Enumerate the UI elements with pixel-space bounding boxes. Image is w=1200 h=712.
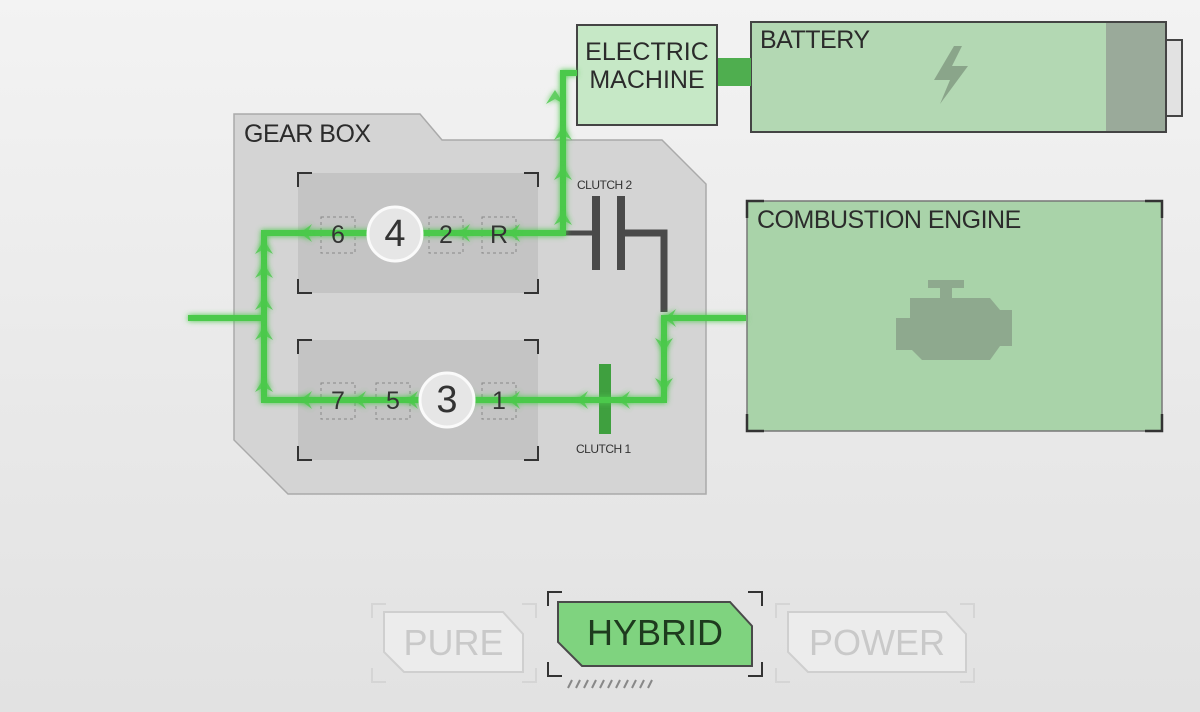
gear-5: 5	[386, 387, 400, 415]
electric-machine-label-line2: MACHINE	[589, 66, 705, 94]
electric-machine-label: ELECTRIC MACHINE	[577, 38, 717, 94]
lightning-bolt-icon	[934, 46, 968, 104]
battery-cap-zone	[1106, 23, 1165, 131]
gear-3-engaged: 3	[436, 379, 458, 421]
engaged-gear-lower-ring	[418, 371, 476, 429]
engaged-gear-upper-ring	[366, 205, 424, 263]
electric-machine-label-line1: ELECTRIC	[585, 38, 709, 66]
mode-power-frame	[775, 603, 975, 683]
mode-hybrid-button[interactable]: HYBRID	[586, 612, 724, 653]
clutch-2-label: CLUTCH 2	[577, 178, 632, 192]
gear-box-label: GEAR BOX	[244, 120, 371, 148]
gear-7: 7	[331, 387, 345, 415]
combustion-engine-label: COMBUSTION ENGINE	[757, 206, 1021, 234]
mode-pure-button[interactable]: PURE	[403, 622, 504, 663]
output-speed-lines	[35, 269, 188, 367]
battery-terminal	[1165, 39, 1183, 117]
electric-machine-panel	[576, 24, 718, 126]
upper-shaft-corners	[297, 172, 539, 294]
gear-6: 6	[331, 221, 345, 249]
clutch-1-label: CLUTCH 1	[576, 442, 631, 456]
gear-2: 2	[439, 221, 453, 249]
lower-shaft-corners	[297, 339, 539, 461]
em-battery-connector	[717, 58, 751, 86]
battery-label: BATTERY	[760, 26, 870, 54]
engine-icon	[896, 280, 1012, 360]
gear-r: R	[489, 221, 509, 249]
mode-power-button[interactable]: POWER	[808, 622, 945, 663]
gear-4-engaged: 4	[384, 213, 406, 255]
mode-hybrid-frame	[547, 591, 763, 689]
mode-pure-frame	[371, 603, 537, 683]
gear-1: 1	[492, 387, 506, 415]
combustion-engine-corners	[745, 199, 1164, 433]
